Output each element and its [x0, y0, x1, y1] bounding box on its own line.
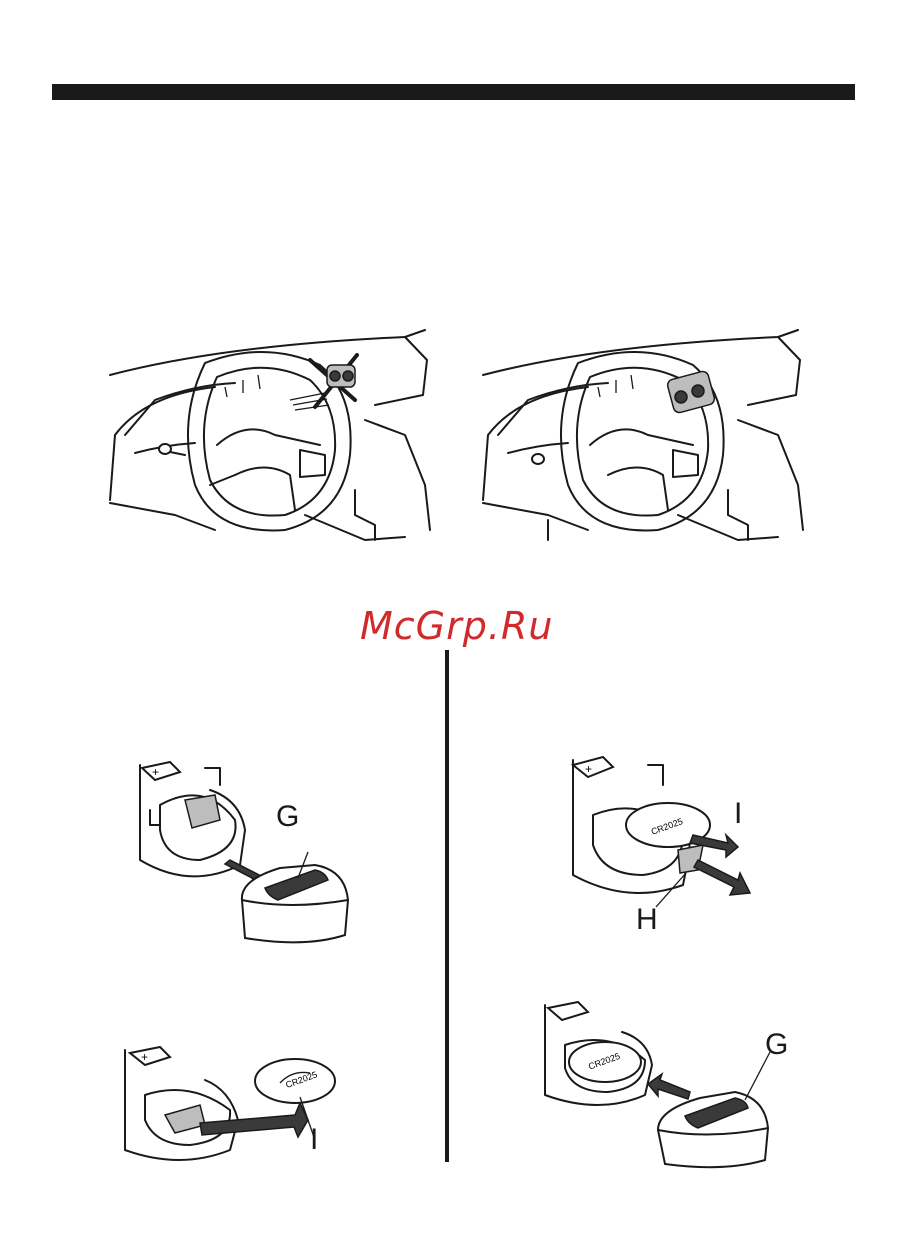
svg-text:+: + — [152, 765, 159, 779]
remove-cover-figure: + G — [130, 760, 360, 950]
arrow-icon — [648, 1074, 690, 1099]
callout-i: I — [310, 1125, 318, 1155]
arrow-icon — [690, 835, 750, 895]
arrow-icon — [200, 1103, 308, 1137]
callout-g-right: G — [765, 1030, 788, 1060]
watermark: McGrp.Ru — [360, 604, 560, 648]
svg-text:+: + — [585, 762, 592, 776]
callout-i-right: I — [734, 799, 742, 829]
insert-battery-figure: + CR2025 I — [120, 1045, 360, 1170]
dashboard-incorrect-figure — [105, 325, 435, 550]
header-rule — [52, 84, 855, 100]
callout-g: G — [276, 802, 299, 832]
callout-h: H — [636, 905, 658, 935]
column-divider — [445, 650, 449, 1162]
remove-battery-figure: + CR2025 I H — [568, 755, 768, 940]
replace-cover-figure: CR2025 G — [540, 1000, 790, 1175]
svg-text:+: + — [141, 1050, 148, 1064]
dashboard-correct-figure — [478, 325, 808, 550]
